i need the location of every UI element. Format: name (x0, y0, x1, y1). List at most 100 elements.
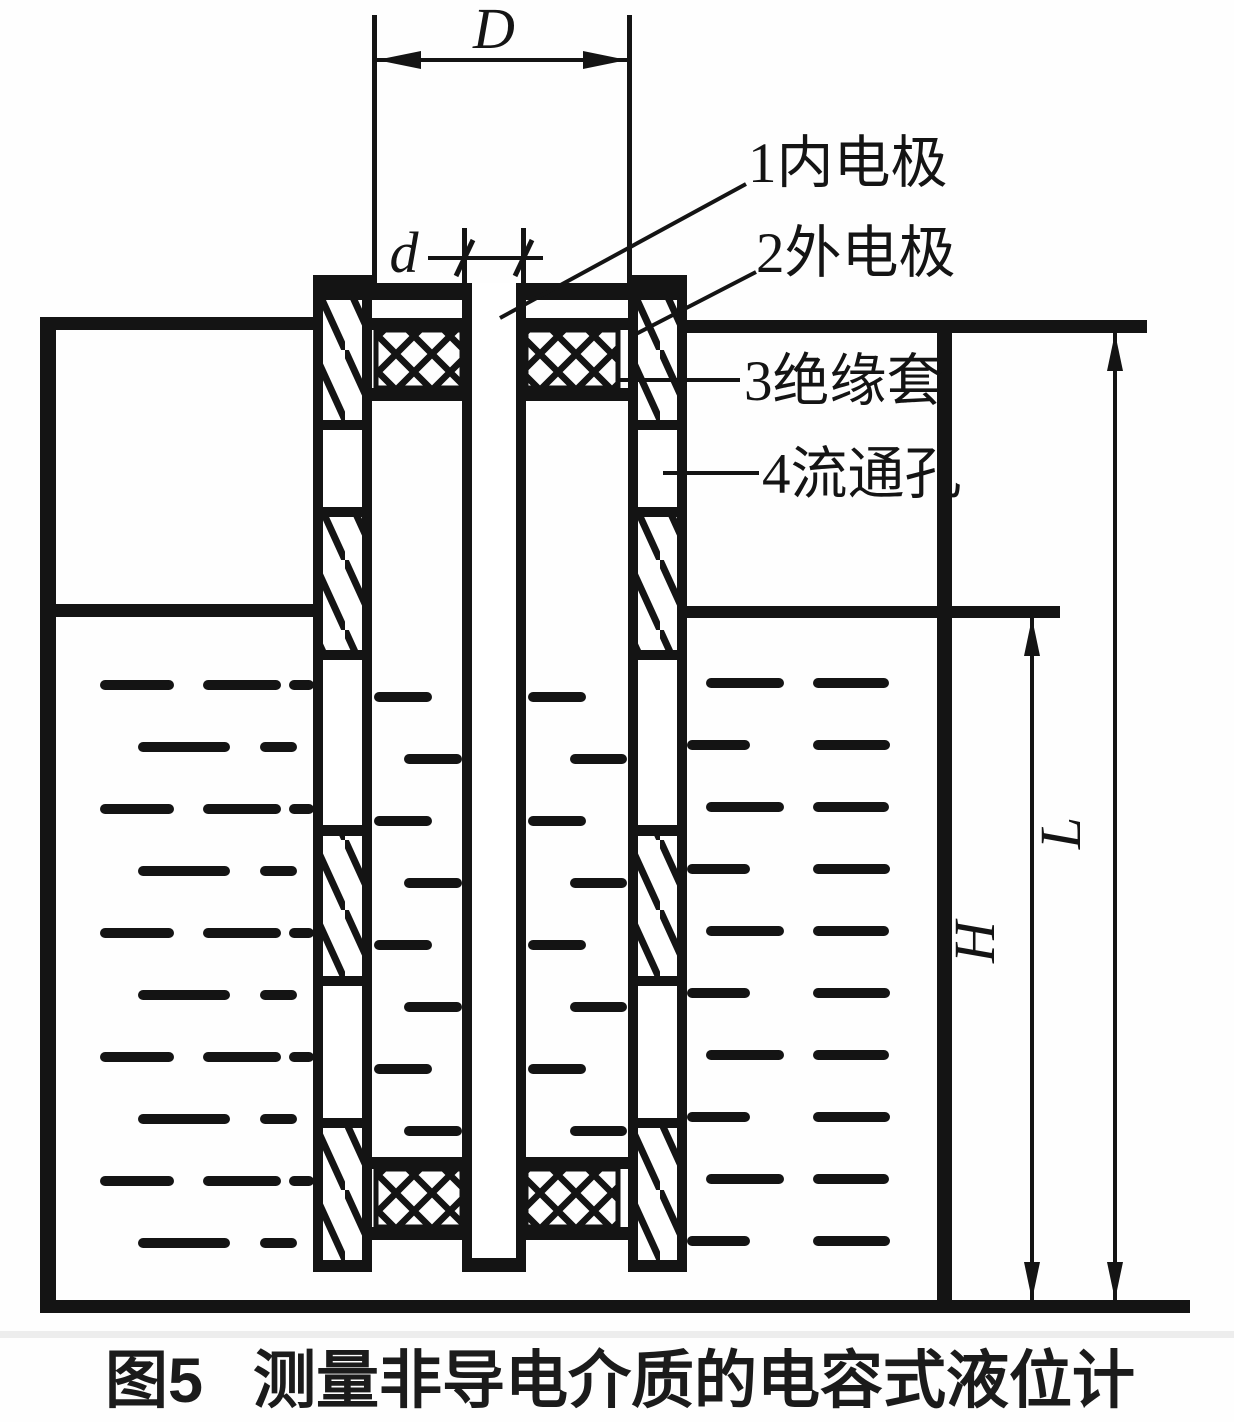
liquid-dash (289, 1176, 314, 1186)
liquid-dash (570, 1126, 627, 1136)
dimension-D: D (372, 0, 632, 283)
dim-label-D: D (472, 0, 515, 61)
extension-line (372, 15, 377, 283)
liquid-dash (260, 1114, 297, 1124)
dimension-line (1030, 618, 1034, 1300)
liquid-dash (289, 1052, 314, 1062)
dimension-d: d (390, 220, 543, 285)
caption-number: 图5 (105, 1346, 203, 1416)
tank-bottom-line (40, 1300, 1190, 1313)
liquid-dash (404, 878, 462, 888)
liquid-dash (528, 816, 586, 826)
liquid-dash (374, 940, 432, 950)
liquid-dash (706, 678, 784, 688)
liquid-dash (706, 1174, 784, 1184)
liquid-dash (203, 928, 281, 938)
liquid-dash (203, 804, 281, 814)
liquid-dash (203, 680, 281, 690)
liquid-dash (100, 804, 174, 814)
dim-label-d: d (390, 220, 420, 285)
part-callouts (499, 182, 759, 475)
liquid-dash (138, 742, 230, 752)
liquid-dash (289, 804, 314, 814)
liquid-dash (687, 1236, 750, 1246)
liquid-dash (374, 816, 432, 826)
liquid-dash (706, 1050, 784, 1060)
liquid-dash (813, 740, 890, 750)
liquid-dash (687, 864, 750, 874)
outer-electrode-top-cap-left (313, 283, 464, 300)
liquid-dash (138, 1114, 230, 1124)
tank (40, 317, 1190, 1313)
dimension-line (428, 256, 543, 260)
outer-electrode-top-cap-right (524, 283, 687, 300)
liquid-dash (404, 754, 462, 764)
leader-line-2 (631, 270, 757, 338)
tick-arrow-icon (512, 238, 535, 278)
tank-right-wall (937, 320, 952, 1313)
outer-electrode (313, 275, 687, 1272)
liquid-dash (813, 988, 890, 998)
liquid-dash (687, 740, 750, 750)
liquid-dash (570, 878, 627, 888)
liquid-dash (289, 680, 314, 690)
liquid-dash (813, 1050, 889, 1060)
liquid-level-right (687, 606, 1060, 618)
liquid-dash (404, 1002, 462, 1012)
inner-electrode (462, 228, 526, 1272)
liquid-dash (528, 1064, 586, 1074)
arrowhead-right-icon (583, 51, 627, 69)
dimension-H: H (942, 618, 1040, 1300)
label-outer-electrode: 2外电极 (756, 222, 956, 285)
liquid-dash (138, 1238, 230, 1248)
label-inner-electrode: 1内电极 (748, 132, 948, 195)
arrowhead-up-icon (1107, 333, 1123, 371)
dimension-L: L (1028, 333, 1123, 1300)
dimension-line (1113, 333, 1117, 1300)
liquid-dash (203, 1176, 281, 1186)
tank-top-right-line (687, 320, 1147, 333)
extension-line (627, 15, 632, 283)
dim-label-H: H (942, 918, 1007, 964)
liquid-level-left (56, 604, 313, 617)
arrowhead-left-icon (377, 51, 421, 69)
liquid-dash (813, 802, 889, 812)
liquid-dash (813, 678, 889, 688)
liquid-dash (260, 742, 297, 752)
liquid-dash (528, 692, 586, 702)
liquid-dash (100, 1052, 174, 1062)
arrowhead-down-icon (1107, 1262, 1123, 1300)
tank-left-wall (40, 317, 56, 1313)
outer-electrode-right-wall (628, 275, 687, 1272)
caption-title: 测量非导电介质的电容式液位计 (253, 1346, 1135, 1416)
liquid-dash (687, 1112, 750, 1122)
liquid-dash (706, 926, 784, 936)
liquid-dash (260, 866, 297, 876)
liquid-dash (687, 988, 750, 998)
liquid-dash (374, 1064, 432, 1074)
liquid-dash (813, 864, 890, 874)
label-flow-hole: 4流通孔 (762, 443, 962, 506)
liquid-dash (813, 926, 889, 936)
dimension-line (377, 58, 627, 62)
liquid-dash (404, 1126, 462, 1136)
liquid-dash (813, 1112, 890, 1122)
liquid-dash (570, 754, 627, 764)
liquid-dash (100, 680, 174, 690)
liquid-dash (138, 866, 230, 876)
liquid-dash (260, 1238, 297, 1248)
scan-band (0, 1331, 1234, 1338)
liquid-dash (100, 928, 174, 938)
liquid-dash (528, 940, 586, 950)
liquid-dash (100, 1176, 174, 1186)
liquid-dash (374, 692, 432, 702)
liquid-dash (570, 1002, 627, 1012)
liquid-dash (706, 802, 784, 812)
liquid-dash (813, 1174, 889, 1184)
outer-electrode-left-wall (313, 275, 372, 1272)
liquid-dash (203, 1052, 281, 1062)
liquid-dash (813, 1236, 890, 1246)
liquid-dash (138, 990, 230, 1000)
